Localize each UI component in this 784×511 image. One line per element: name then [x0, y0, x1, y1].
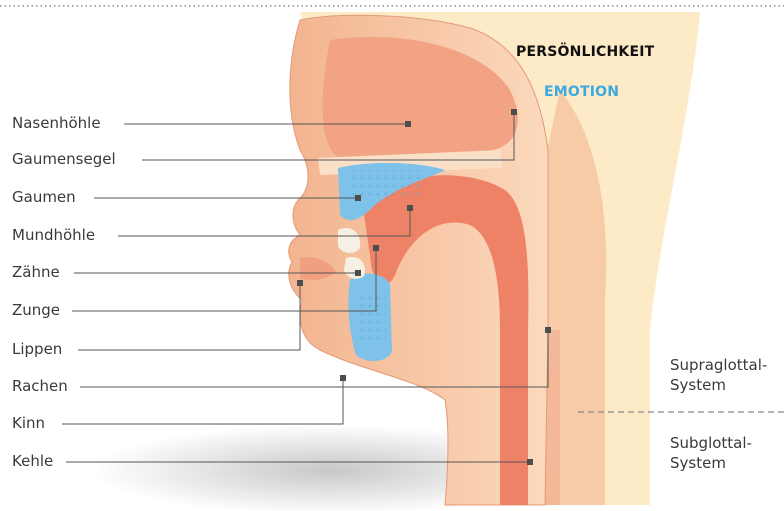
label-zaehne: Zähne: [12, 263, 60, 281]
endpoint-nasenhoehle: [405, 121, 411, 127]
subglottal-line1: Subglottal-: [670, 433, 752, 453]
label-zunge: Zunge: [12, 301, 60, 319]
endpoint-rachen: [545, 327, 551, 333]
label-subglottal-system: Subglottal- System: [670, 433, 752, 473]
tongue-texture: [356, 295, 386, 345]
leader-kinn: [62, 378, 343, 424]
label-rachen: Rachen: [12, 377, 68, 395]
endpoint-gaumensegel: [511, 109, 517, 115]
endpoint-kehle: [527, 459, 533, 465]
label-gaumensegel: Gaumensegel: [12, 150, 116, 168]
endpoint-gaumen: [355, 195, 361, 201]
label-gaumen: Gaumen: [12, 188, 76, 206]
endpoint-zaehne: [355, 270, 361, 276]
supraglottal-line1: Supraglottal-: [670, 355, 767, 375]
label-kehle: Kehle: [12, 452, 53, 470]
endpoint-zunge: [373, 245, 379, 251]
label-nasenhoehle: Nasenhöhle: [12, 114, 101, 132]
endpoint-lippen: [297, 280, 303, 286]
label-mundhoehle: Mundhöhle: [12, 226, 95, 244]
endpoint-kinn: [340, 375, 346, 381]
heading-emotion: EMOTION: [544, 84, 619, 100]
supraglottal-line2: System: [670, 375, 767, 395]
leader-lippen: [78, 283, 300, 350]
label-kinn: Kinn: [12, 414, 45, 432]
endpoint-mundhoehle: [407, 205, 413, 211]
label-lippen: Lippen: [12, 340, 62, 358]
heading-persoenlichkeit: PERSÖNLICHKEIT: [516, 44, 654, 60]
label-supraglottal-system: Supraglottal- System: [670, 355, 767, 395]
subglottal-line2: System: [670, 453, 752, 473]
